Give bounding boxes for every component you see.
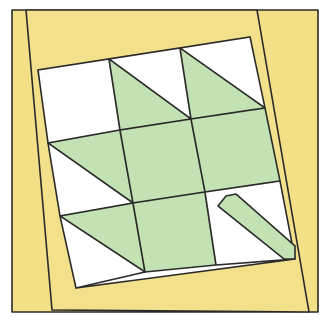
cell-r2c2-green-square (120, 119, 205, 203)
cell-r3c2-green-square (133, 192, 216, 272)
cell-r1c1-white (38, 59, 120, 143)
cell-r2c3-green-square (191, 108, 280, 192)
